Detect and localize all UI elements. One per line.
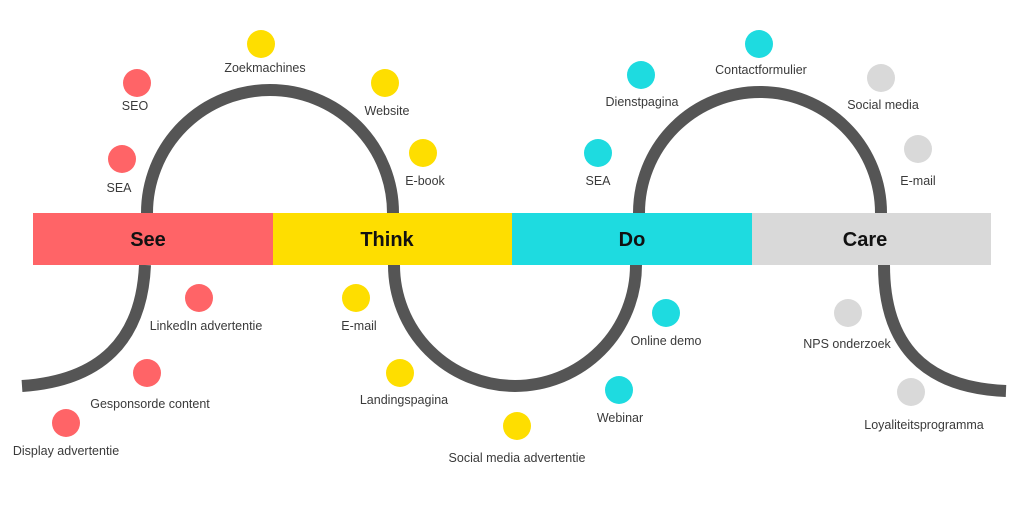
node-label: E-book xyxy=(405,174,445,188)
node-dot xyxy=(123,69,151,97)
node-label: Zoekmachines xyxy=(224,61,305,75)
arc-left-tail xyxy=(21,264,151,392)
node-dot xyxy=(108,145,136,173)
node-dot xyxy=(386,359,414,387)
node-dot xyxy=(627,61,655,89)
node-dot xyxy=(371,69,399,97)
node-label: Social media advertentie xyxy=(449,451,586,465)
node-dot xyxy=(247,30,275,58)
arc-do-top xyxy=(633,86,887,214)
node-label: E-mail xyxy=(900,174,935,188)
node-label: SEA xyxy=(106,181,132,195)
node-label: Contactformulier xyxy=(715,63,807,77)
stage-band: See Think Do Care xyxy=(33,213,991,265)
node-dot xyxy=(745,30,773,58)
see-nodes: SEO SEA LinkedIn advertentie Gesponsorde… xyxy=(13,69,262,458)
stage-see-block xyxy=(33,213,273,265)
node-label: Webinar xyxy=(597,411,643,425)
node-dot xyxy=(409,139,437,167)
node-label: E-mail xyxy=(341,319,376,333)
node-dot xyxy=(185,284,213,312)
stage-care-block xyxy=(752,213,991,265)
node-label: Display advertentie xyxy=(13,444,119,458)
node-dot xyxy=(652,299,680,327)
node-dot xyxy=(342,284,370,312)
node-label: SEA xyxy=(585,174,611,188)
node-label: Dienstpagina xyxy=(606,95,679,109)
node-label: Website xyxy=(365,104,410,118)
arc-think-bottom xyxy=(388,264,642,392)
do-nodes: Dienstpagina SEA Contactformulier Online… xyxy=(584,30,807,425)
arcs xyxy=(21,84,1007,397)
node-label: Loyaliteitsprogramma xyxy=(864,418,984,432)
node-dot xyxy=(503,412,531,440)
node-label: SEO xyxy=(122,99,149,113)
node-label: Social media xyxy=(847,98,919,112)
care-nodes: Social media E-mail NPS onderzoek Loyali… xyxy=(803,64,984,432)
stage-think-block xyxy=(273,213,512,265)
node-dot xyxy=(605,376,633,404)
node-label: Gesponsorde content xyxy=(90,397,210,411)
node-dot xyxy=(584,139,612,167)
node-dot xyxy=(867,64,895,92)
node-dot xyxy=(897,378,925,406)
stage-care-label: Care xyxy=(843,229,887,251)
node-label: Landingspagina xyxy=(360,393,448,407)
stage-do-label: Do xyxy=(619,229,646,251)
node-label: NPS onderzoek xyxy=(803,337,891,351)
think-nodes: Zoekmachines Website E-book E-mail Landi… xyxy=(224,30,585,465)
node-label: Online demo xyxy=(631,334,702,348)
stage-do-block xyxy=(512,213,752,265)
arc-right-tail xyxy=(878,264,1007,397)
node-label: LinkedIn advertentie xyxy=(150,319,263,333)
node-dot xyxy=(133,359,161,387)
node-dot xyxy=(834,299,862,327)
node-dot xyxy=(52,409,80,437)
node-dot xyxy=(904,135,932,163)
arc-see-top xyxy=(141,84,399,214)
stage-see-label: See xyxy=(130,229,166,251)
stage-think-label: Think xyxy=(360,229,414,251)
